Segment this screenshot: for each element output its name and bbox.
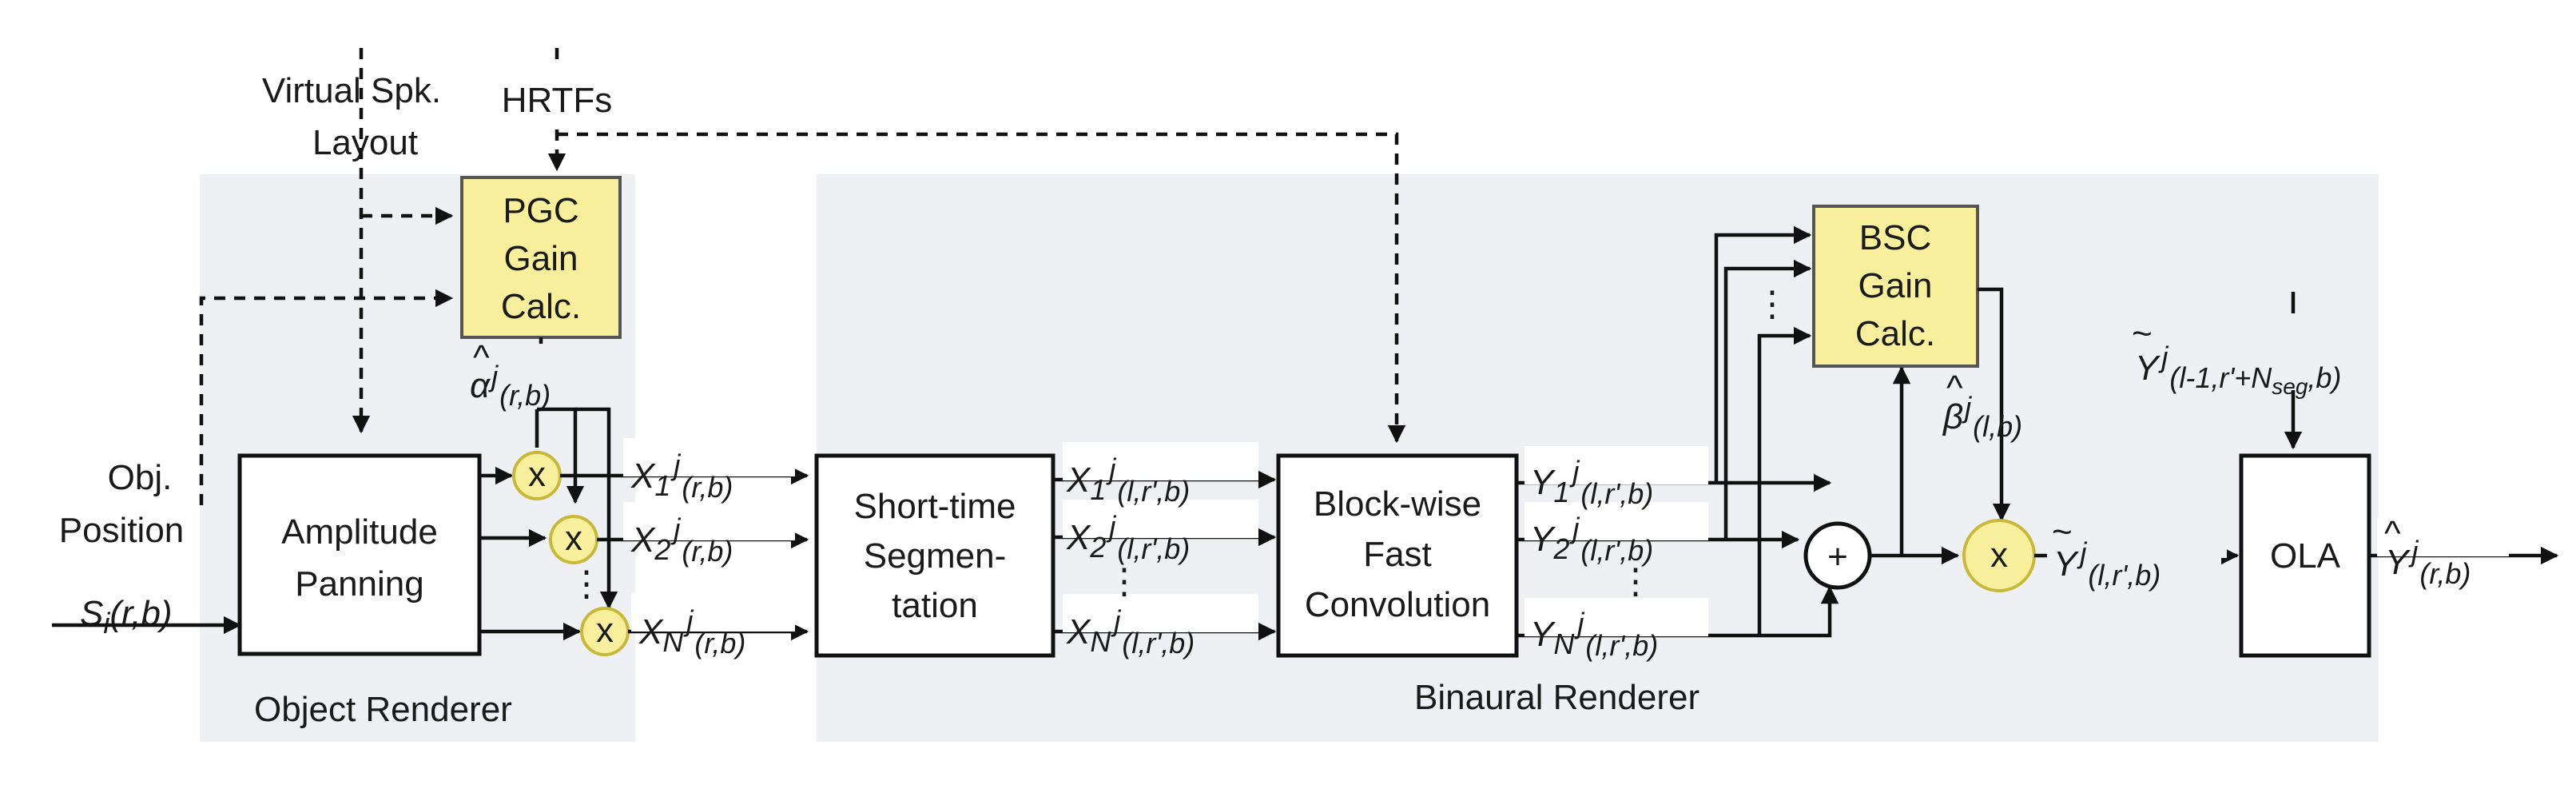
xN-label-bg [631, 593, 795, 632]
y1-to-bsc-line [1714, 225, 1812, 483]
pgc-label-line3: Calc. [501, 287, 581, 326]
x2-rb-label: X2j(r,b) [630, 512, 733, 568]
y1-label: Y1j(l,r',b) [1530, 455, 1653, 510]
binaural-renderer-label: Binaural Renderer [1414, 678, 1699, 717]
convolution-label-line3: Convolution [1305, 585, 1490, 624]
multiplier-1: x [512, 451, 562, 500]
yN-label-bg [1525, 598, 1708, 636]
hrtfs-to-convolution-line [557, 132, 1406, 444]
ola-block [2239, 453, 2371, 658]
y2-label: Y2j(l,r',b) [1530, 512, 1653, 567]
multiplier-n: x [580, 607, 630, 656]
alpha-hat-accent: ^ [473, 338, 490, 377]
pgc-label-line1: PGC [503, 191, 578, 230]
y-prev-accent: ~ [2132, 314, 2153, 353]
svg-text:x: x [528, 455, 546, 494]
y-ellipsis: ⋮ [1618, 562, 1653, 601]
object-renderer-label: Object Renderer [254, 690, 512, 729]
beta-gain-label: βj(l,b) [1942, 391, 2022, 443]
xN-seg-label-bg [1063, 594, 1258, 632]
obj-position-label-line2: Position [59, 511, 185, 550]
short-time-segmentation-block [814, 453, 1055, 658]
amplitude-panning-label-line2: Panning [295, 564, 423, 604]
y2-label-bg [1525, 502, 1708, 540]
ola-label: OLA [2270, 536, 2341, 576]
x1-label-bg [623, 438, 795, 476]
amplitude-panning-label-line1: Amplitude [281, 512, 438, 552]
source-signal-label: Si(r,b) [80, 594, 173, 640]
x1-seg-label: X1j(l,r',b) [1066, 452, 1190, 508]
y2-to-bsc-line [1723, 259, 1812, 540]
svg-text:x: x [1990, 536, 2008, 575]
obj-position-label-line1: Obj. [108, 458, 173, 497]
bsc-label-line3: Calc. [1855, 314, 1935, 353]
svg-text:+: + [1827, 537, 1848, 576]
bsc-input-ellipsis: ⋮ [1755, 285, 1790, 324]
segmentation-label-line1: Short-time [854, 487, 1016, 526]
block-wise-fast-convolution-block [1276, 453, 1519, 658]
virtual-spk-label-line2: Layout [312, 123, 418, 162]
svg-text:x: x [565, 519, 582, 558]
pgc-label-line2: Gain [504, 239, 578, 278]
x2-seg-label: X2j(l,r',b) [1066, 510, 1190, 565]
svg-text:x: x [596, 611, 614, 650]
y-out-label-bg [2377, 518, 2509, 556]
bsc-gain-calc-block [1812, 205, 1979, 368]
beta-hat-accent: ^ [1946, 369, 1963, 408]
bsc-label-line1: BSC [1859, 218, 1931, 257]
hrtfs-label: HRTFs [502, 81, 613, 120]
bsc-to-mult-line [1978, 287, 2011, 522]
alpha-gain-label: αj(r,b) [470, 360, 551, 412]
y-tilde-accent: ~ [2052, 512, 2073, 552]
y-tilde-label-bg [2047, 520, 2227, 558]
seg-ellipsis: ⋮ [1107, 562, 1142, 601]
x1-seg-label-bg [1063, 442, 1258, 480]
y-out-hat-accent: ^ [2384, 514, 2401, 553]
pgc-gain-calc-block [460, 176, 622, 339]
convolution-label-line1: Block-wise [1314, 484, 1481, 524]
x2-seg-label-bg [1063, 500, 1258, 538]
yN-to-bsc-line [1757, 326, 1812, 636]
panning-ellipsis: ⋮ [569, 564, 604, 604]
y1-label-bg [1525, 446, 1708, 484]
output-multiplier: x [1962, 519, 2036, 592]
virtual-spk-label-line1: Virtual Spk. [262, 71, 441, 110]
convolution-label-line2: Fast [1363, 535, 1432, 574]
multiplier-2: x [549, 515, 598, 564]
summation-node: + [1803, 521, 1872, 590]
amplitude-panning-block [237, 453, 482, 656]
x2-label-bg [623, 502, 795, 540]
obj-position-to-pgc-line [199, 289, 454, 505]
yN-label: YNj(l,r',b) [1530, 607, 1658, 662]
segmentation-label-line3: tation [892, 586, 978, 625]
bsc-label-line2: Gain [1858, 266, 1933, 305]
segmentation-label-line2: Segmen- [864, 536, 1007, 576]
alpha-to-mult3-line [575, 407, 618, 610]
